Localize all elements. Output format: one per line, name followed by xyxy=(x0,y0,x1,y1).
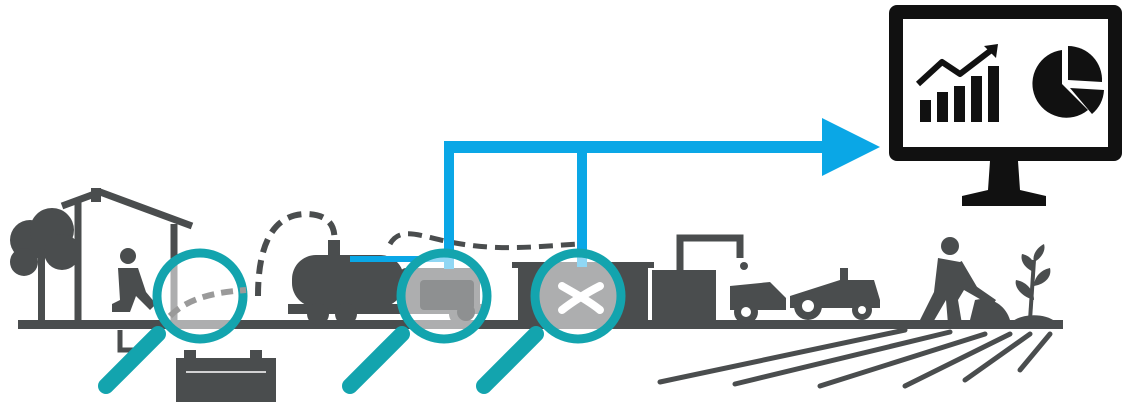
storage-tank-icon xyxy=(652,238,740,326)
seedling-icon xyxy=(1012,244,1056,322)
compost-spreader-icon xyxy=(730,262,786,324)
data-flow-arrow xyxy=(350,118,880,269)
field-furrows-icon xyxy=(660,330,1050,386)
squatting-person-icon xyxy=(112,248,156,312)
tractor-icon xyxy=(790,268,880,320)
hose-line-2 xyxy=(390,234,580,248)
farmer-digging-icon xyxy=(918,237,1010,324)
tree-icon xyxy=(10,208,80,322)
magnifier-icon xyxy=(484,253,621,386)
